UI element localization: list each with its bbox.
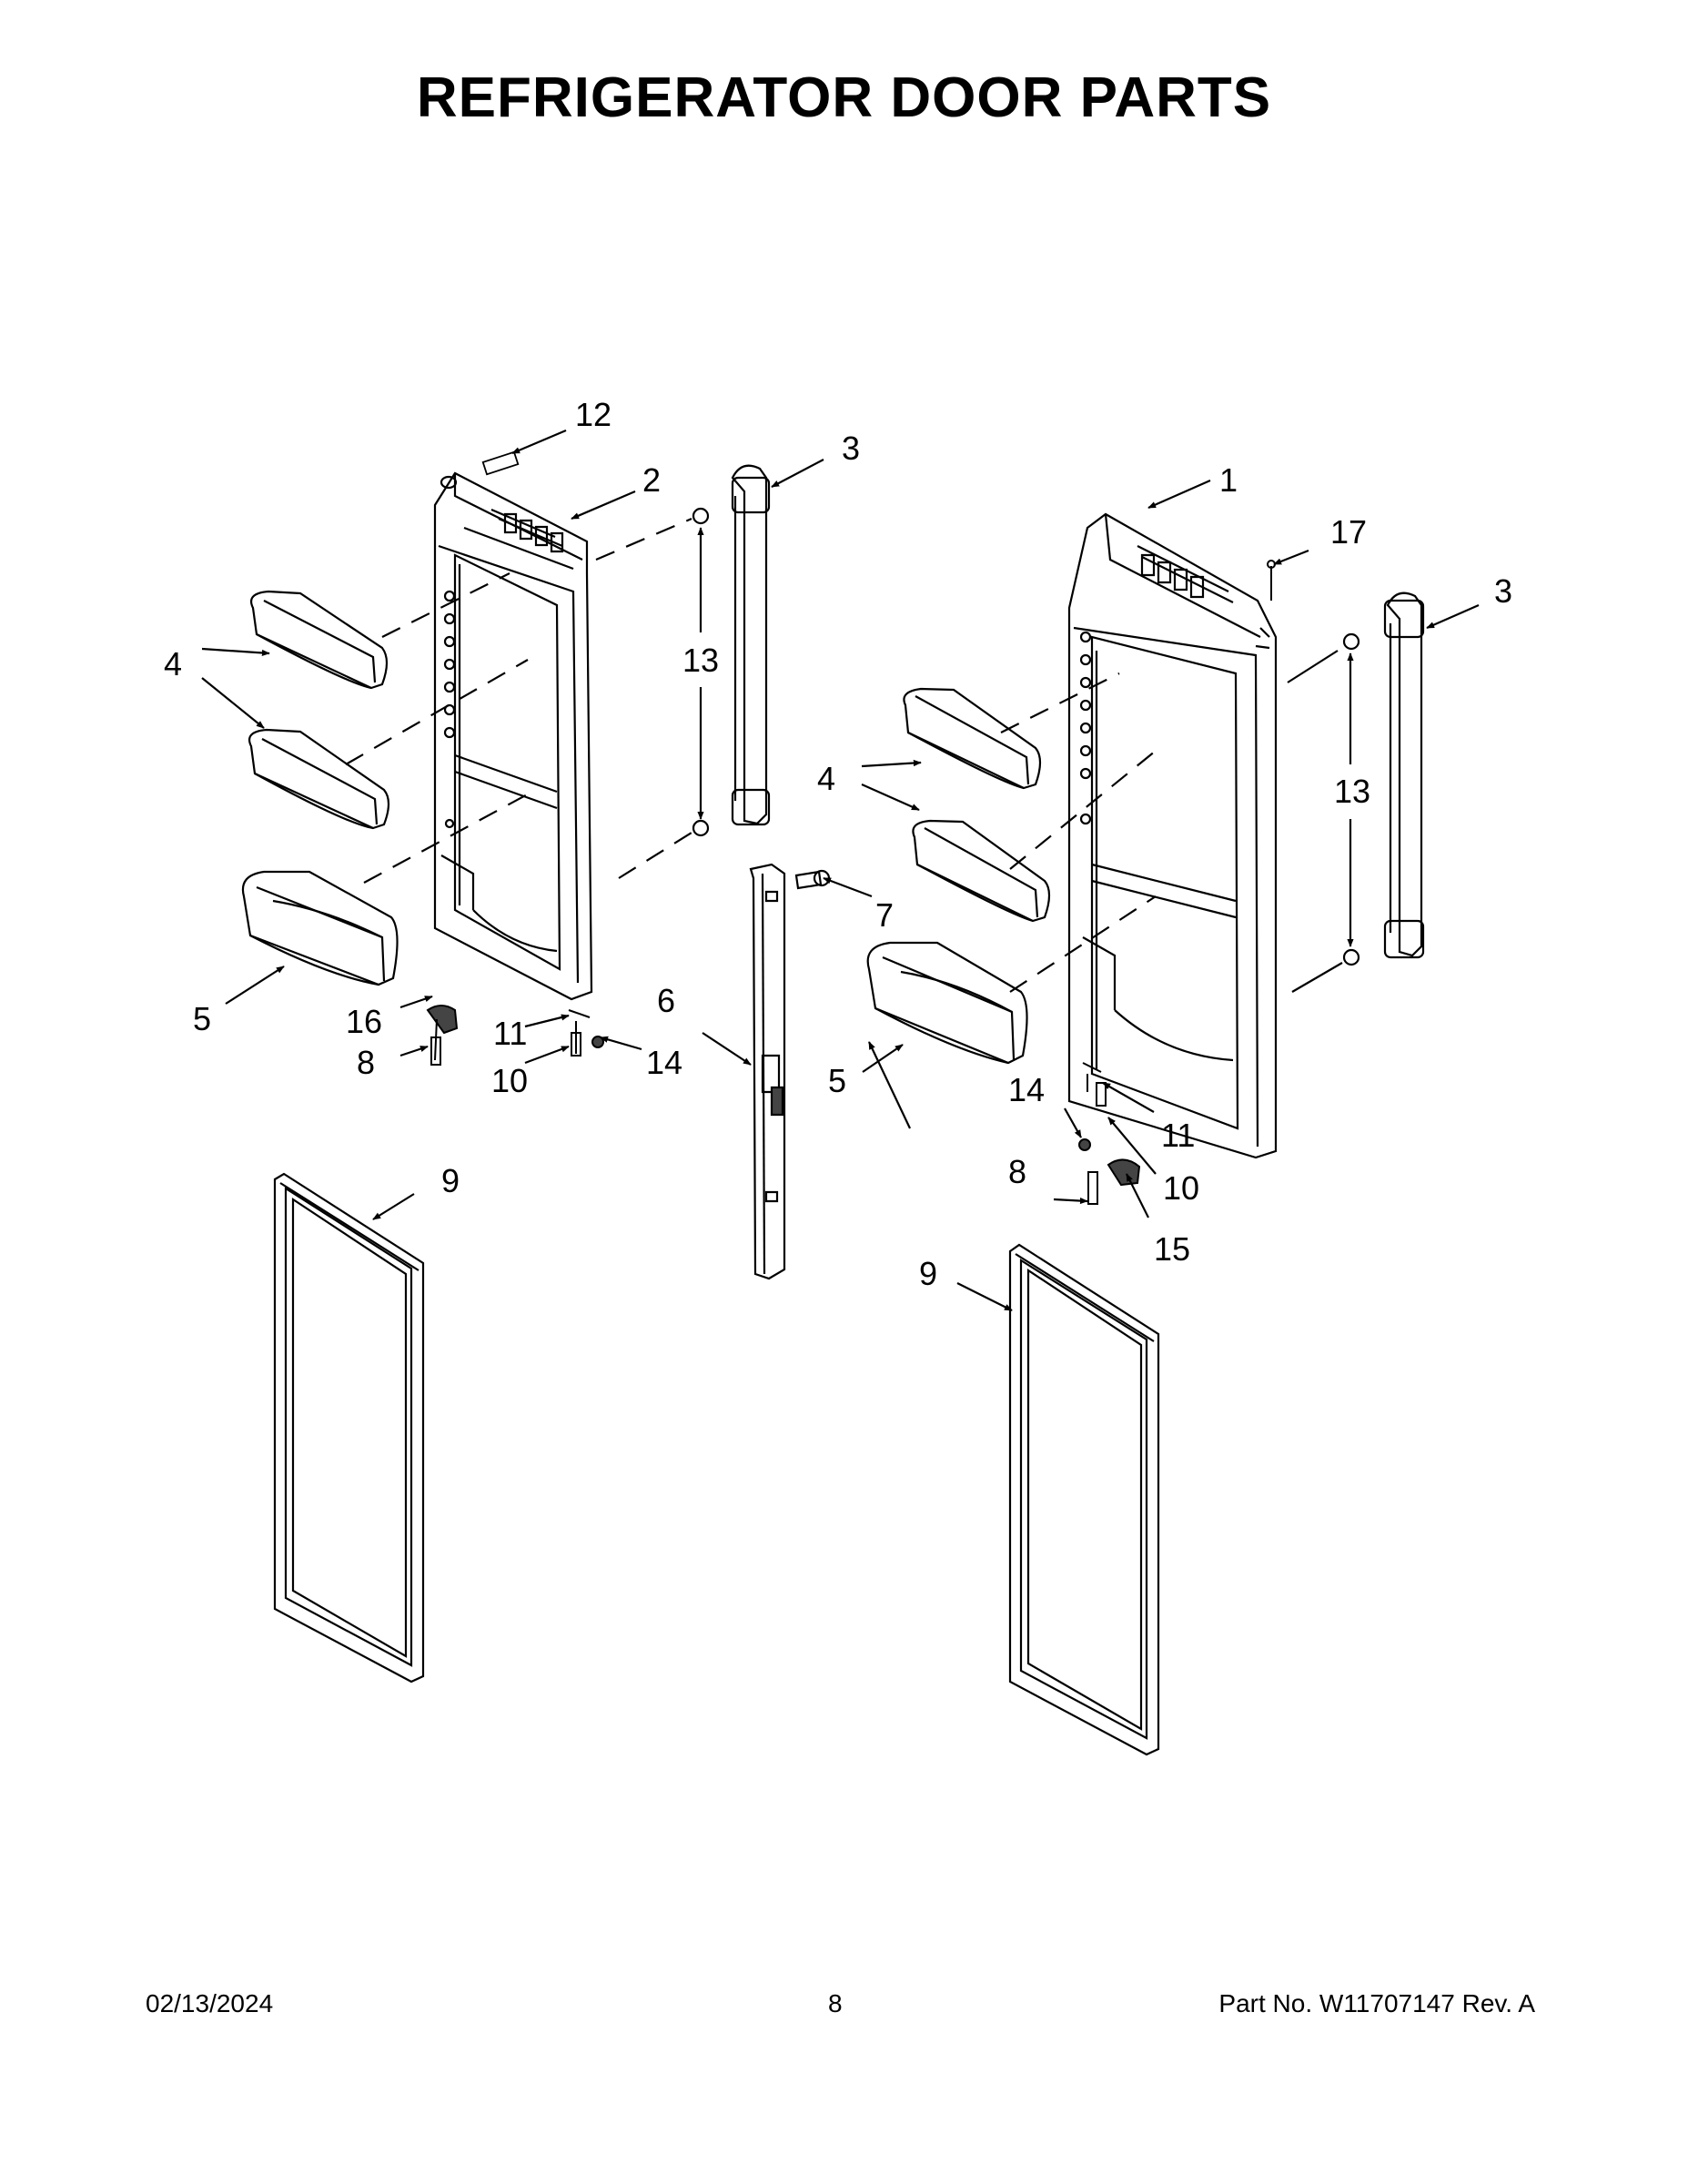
left-door-liner — [435, 473, 591, 999]
callout-11-left: 11 — [493, 1015, 527, 1052]
callout-9-right: 9 — [919, 1255, 937, 1292]
callout-10-left: 10 — [491, 1062, 528, 1099]
callout-arrows — [201, 429, 1480, 1311]
right-door-screw — [1268, 561, 1275, 601]
callout-5-left: 5 — [193, 1000, 211, 1037]
callout-8-left: 8 — [357, 1044, 375, 1081]
callout-3-left: 3 — [842, 430, 860, 467]
callout-4-left: 4 — [164, 645, 182, 682]
left-door-hinge-cam — [428, 1006, 457, 1065]
left-door-bin-upper — [251, 592, 387, 688]
footer-part-number: Part No. W11707147 Rev. A — [1218, 1989, 1535, 2017]
callout-13-right: 13 — [1334, 773, 1370, 810]
footer-page-number: 8 — [828, 1989, 843, 2017]
callout-8-right: 8 — [1008, 1153, 1026, 1190]
footer-date: 02/13/2024 — [146, 1989, 274, 2017]
left-handle — [693, 466, 769, 835]
callout-14-left: 14 — [646, 1044, 682, 1081]
right-door-hinge-pin — [1079, 1063, 1106, 1150]
center-mullion-flipper — [751, 864, 829, 1279]
left-door-bin-lower — [243, 872, 398, 985]
callout-9-left: 9 — [441, 1162, 460, 1199]
callout-14-right: 14 — [1008, 1071, 1045, 1108]
left-door-gasket — [275, 1174, 423, 1682]
callout-13-left: 13 — [682, 642, 719, 679]
assembly-dashed-lines — [345, 517, 1157, 993]
callout-17: 17 — [1330, 513, 1367, 551]
left-door-bin-middle — [249, 730, 389, 828]
assembly-solid-lines — [1287, 650, 1343, 993]
callout-11-right: 11 — [1161, 1117, 1195, 1154]
callout-5-right: 5 — [828, 1062, 846, 1099]
callout-1: 1 — [1219, 461, 1238, 499]
right-door-gasket — [1010, 1245, 1158, 1754]
right-door-hinge-cam — [1088, 1159, 1139, 1204]
callout-15: 15 — [1154, 1230, 1190, 1268]
door-label-tag — [481, 450, 520, 476]
right-door-bin-lower — [868, 943, 1027, 1063]
right-door-bin-upper — [904, 689, 1040, 788]
callout-7: 7 — [875, 896, 894, 934]
right-door-bin-middle — [913, 821, 1049, 921]
page-title: REFRIGERATOR DOOR PARTS — [416, 66, 1272, 129]
callout-12: 12 — [575, 396, 612, 433]
callout-6: 6 — [657, 982, 675, 1019]
callout-4-right: 4 — [817, 760, 835, 797]
callout-2: 2 — [642, 461, 661, 499]
right-handle — [1344, 593, 1423, 965]
left-door-hinge-pin — [569, 1010, 603, 1056]
right-door-liner — [1069, 514, 1276, 1158]
callout-16: 16 — [346, 1003, 382, 1040]
callout-3-right: 3 — [1494, 572, 1512, 610]
callout-10-right: 10 — [1163, 1169, 1199, 1207]
